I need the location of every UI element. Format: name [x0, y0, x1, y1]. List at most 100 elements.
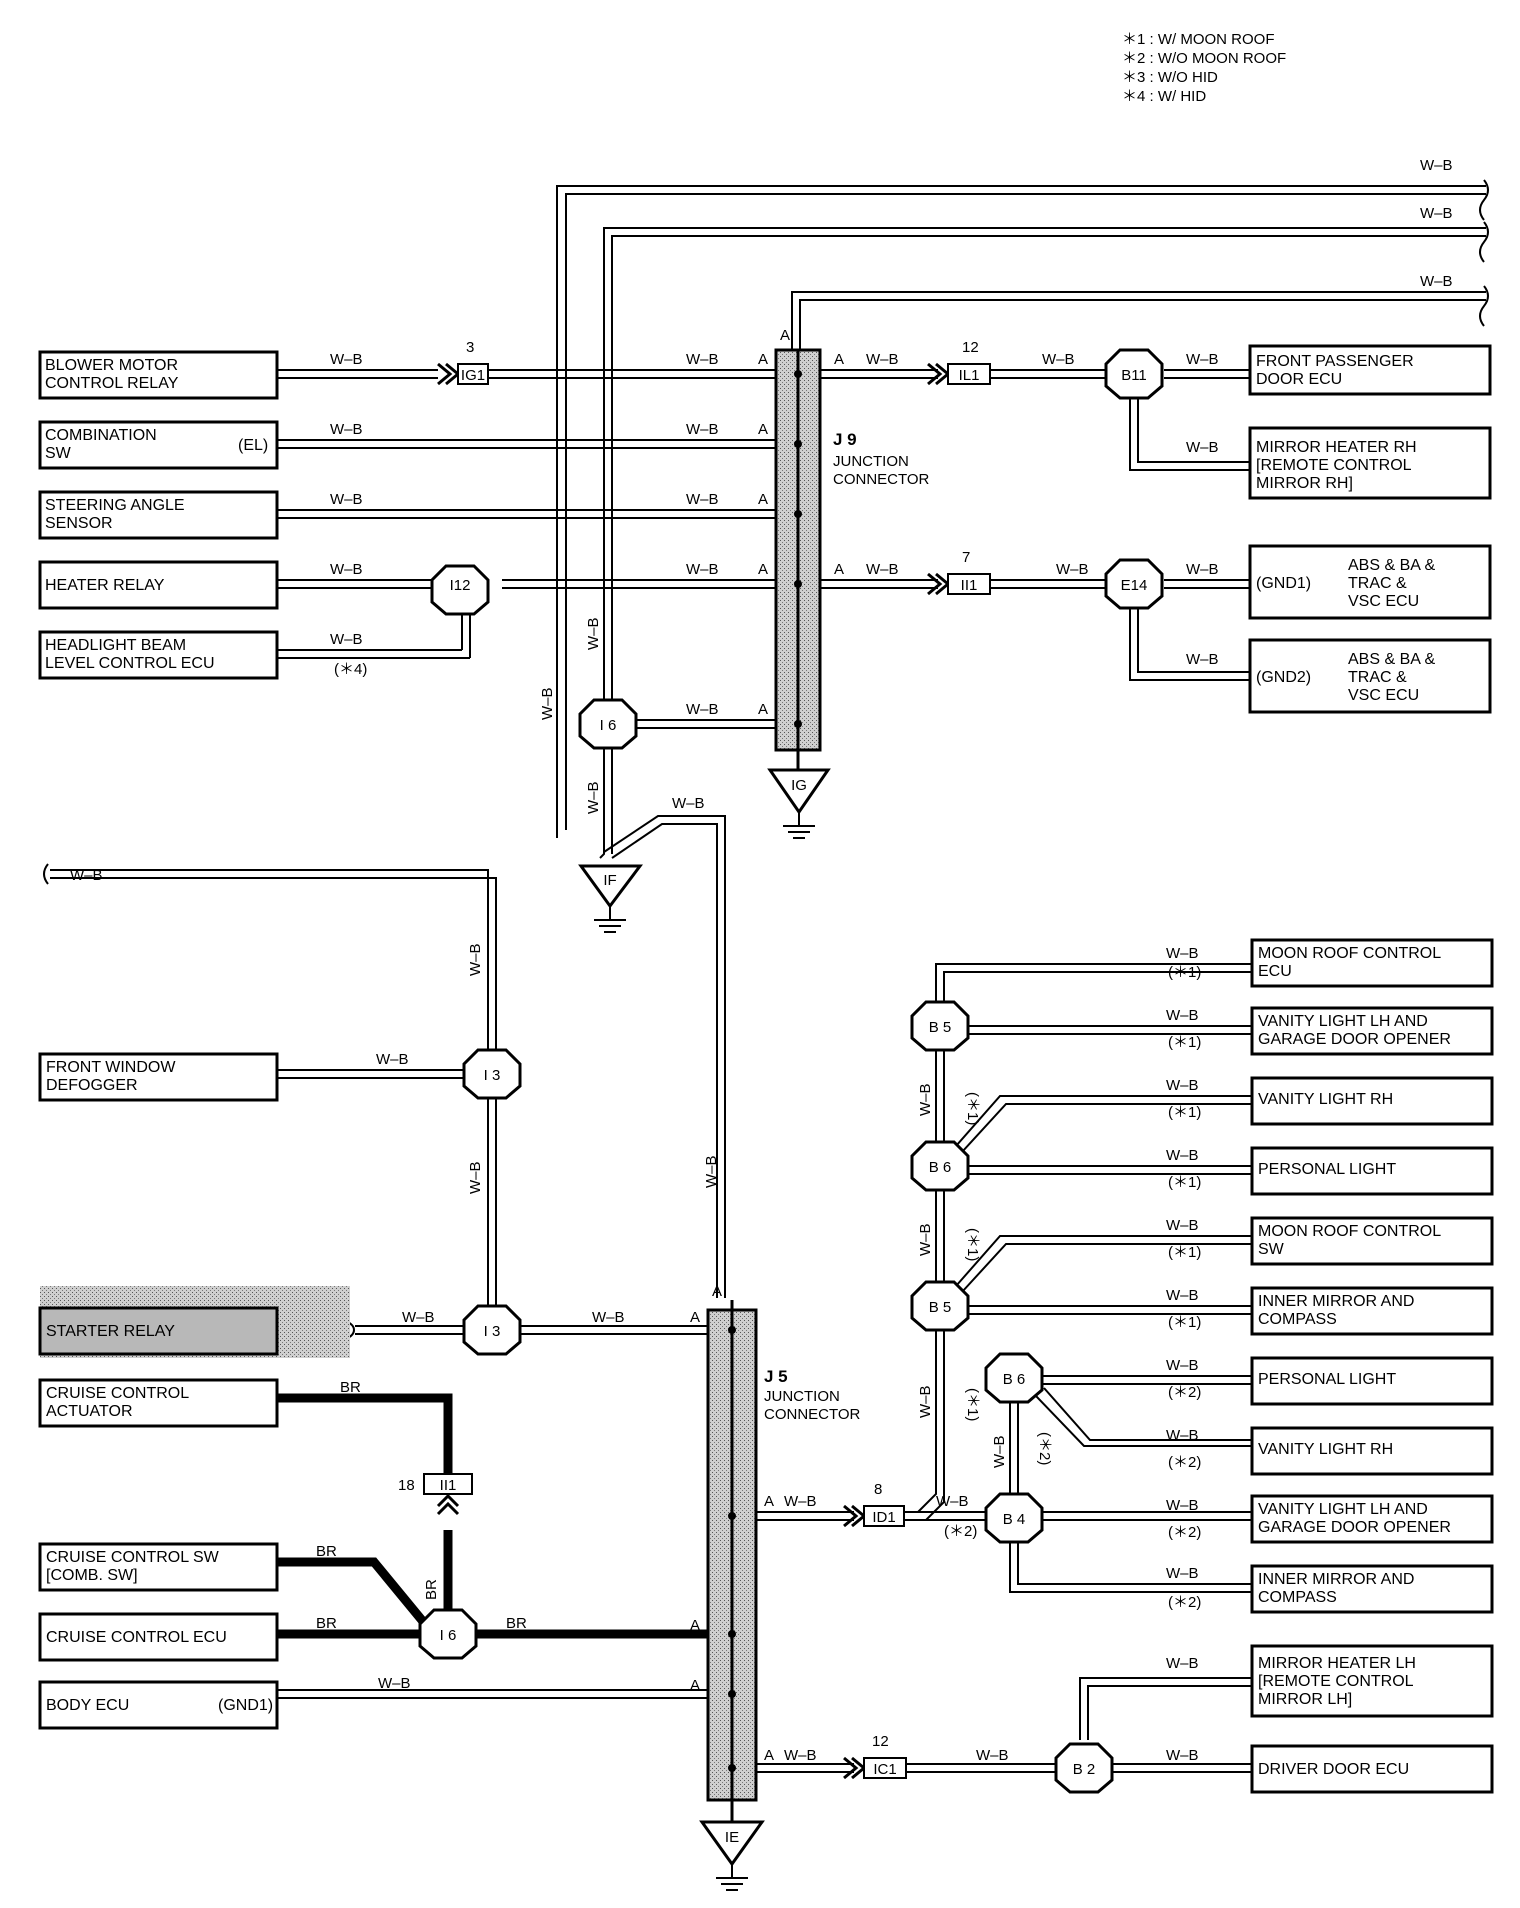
wire-label: W–B [1166, 1427, 1199, 1444]
wire-label: W–B [917, 1385, 934, 1418]
note: (＊1) [1168, 1034, 1201, 1051]
j5-id: J 5 [764, 1367, 788, 1386]
junction-i3-bottom: I 3 [462, 1304, 522, 1356]
wire-label: W–B [330, 421, 363, 438]
svg-text:IG: IG [791, 777, 807, 794]
pin-label: A [758, 701, 768, 718]
svg-text:[COMB. SW]: [COMB. SW] [46, 1567, 138, 1584]
connector-il1: IL1 12 [927, 339, 991, 386]
pin-label: A [758, 561, 768, 578]
note: (＊1) [1168, 1174, 1201, 1191]
component-starter-relay: STARTER RELAY [38, 1286, 350, 1358]
note: (＊1) [1168, 1314, 1201, 1331]
wire-labels: W–B W–B W–B W–B W–B W–B W–B W–B W–B W–B … [70, 157, 1453, 1764]
j9-line2: CONNECTOR [833, 471, 930, 488]
wire-label: W–B [1166, 1747, 1199, 1764]
svg-text:MIRROR RH]: MIRROR RH] [1256, 475, 1353, 492]
ground-ie: IE [699, 1820, 765, 1891]
svg-text:VANITY LIGHT RH: VANITY LIGHT RH [1258, 1441, 1393, 1458]
wire-label: W–B [976, 1747, 1009, 1764]
legend-line-3: ＊3 : W/O HID [1122, 69, 1218, 86]
svg-text:7: 7 [962, 549, 970, 566]
wire-label: W–B [1166, 1077, 1199, 1094]
wire-continuation-marks [43, 179, 1489, 885]
wire-label: W–B [784, 1747, 817, 1764]
junction-b6-bottom: B 6 [984, 1352, 1044, 1404]
svg-text:COMPASS: COMPASS [1258, 1589, 1337, 1606]
wire-label: W–B [686, 491, 719, 508]
ground-ig: IG [767, 768, 831, 839]
wire-label: W–B [686, 561, 719, 578]
j5-line2: CONNECTOR [764, 1406, 861, 1423]
wire-label: W–B [330, 491, 363, 508]
wire-label: W–B [686, 701, 719, 718]
note: (＊2) [1168, 1594, 1201, 1611]
wire-label: W–B [402, 1309, 435, 1326]
svg-text:I 6: I 6 [600, 717, 617, 734]
svg-text:PERSONAL LIGHT: PERSONAL LIGHT [1258, 1161, 1396, 1178]
wire-label: W–B [686, 351, 719, 368]
svg-text:ECU: ECU [1258, 963, 1292, 980]
legend-line-2: ＊2 : W/O MOON ROOF [1122, 50, 1286, 67]
svg-text:I 3: I 3 [484, 1067, 501, 1084]
wire-label: W–B [467, 943, 484, 976]
svg-text:INNER MIRROR AND: INNER MIRROR AND [1258, 1293, 1414, 1310]
wire-label: W–B [1056, 561, 1089, 578]
note: (＊2) [944, 1523, 977, 1540]
wire-label: W–B [378, 1675, 411, 1692]
wire-label: W–B [936, 1493, 969, 1510]
note: (＊2) [1168, 1384, 1201, 1401]
wire-label: W–B [1166, 945, 1199, 962]
pin-label: A [758, 421, 768, 438]
svg-text:IG1: IG1 [461, 367, 485, 384]
component-heater-relay: HEATER RELAY [38, 560, 279, 610]
wire-label: W–B [1166, 1497, 1199, 1514]
wire-label: W–B [1186, 351, 1219, 368]
svg-text:I 3: I 3 [484, 1323, 501, 1340]
wire-label: W–B [1186, 561, 1219, 578]
wire-label-br: BR [506, 1615, 527, 1632]
svg-text:INNER MIRROR AND: INNER MIRROR AND [1258, 1571, 1414, 1588]
pin-label: A [712, 1283, 722, 1300]
component-abs-ecu-gnd2: (GND2) ABS & BA & TRAC & VSC ECU [1248, 638, 1492, 714]
j9-id: J 9 [833, 430, 857, 449]
component-body-ecu: BODY ECU (GND1) [38, 1680, 279, 1730]
j5-line1: JUNCTION [764, 1388, 840, 1405]
wire-label: W–B [1166, 1287, 1199, 1304]
wire-label: W–B [1420, 157, 1453, 174]
wire-label: W–B [1186, 439, 1219, 456]
svg-text:MIRROR LH]: MIRROR LH] [1258, 1691, 1352, 1708]
svg-text:CRUISE CONTROL: CRUISE CONTROL [46, 1385, 189, 1402]
wire-label: W–B [866, 561, 899, 578]
wire-label: W–B [866, 351, 899, 368]
wire-label: W–B [991, 1435, 1008, 1468]
component-vanity-light-rh-1: VANITY LIGHT RH [1250, 1076, 1494, 1126]
note: (＊1) [1168, 964, 1201, 981]
svg-text:BODY ECU: BODY ECU [46, 1697, 129, 1714]
wire-label: W–B [330, 351, 363, 368]
svg-text:HEADLIGHT BEAM: HEADLIGHT BEAM [45, 637, 186, 654]
svg-text:CRUISE CONTROL ECU: CRUISE CONTROL ECU [46, 1629, 227, 1646]
wire-label: W–B [1166, 1357, 1199, 1374]
wires-br [277, 1393, 708, 1639]
svg-text:18: 18 [398, 1477, 415, 1494]
legend-line-4: ＊4 : W/ HID [1122, 88, 1206, 105]
note: (＊1) [1168, 1104, 1201, 1121]
junction-nodes: I12 B11 E14 I 6 I 3 I 3 I 6 B 5 [418, 348, 1164, 1794]
svg-text:12: 12 [872, 1733, 889, 1750]
svg-text:B 6: B 6 [929, 1159, 952, 1176]
wire-label: W–B [330, 631, 363, 648]
component-abs-ecu-gnd1: (GND1) ABS & BA & TRAC & VSC ECU [1248, 544, 1492, 620]
svg-text:B11: B11 [1121, 367, 1147, 384]
connector-ig1: IG1 3 [437, 339, 489, 386]
component-mirror-heater-lh: MIRROR HEATER LH [REMOTE CONTROL MIRROR … [1250, 1644, 1494, 1718]
svg-text:B 5: B 5 [929, 1299, 952, 1316]
svg-text:MOON ROOF CONTROL: MOON ROOF CONTROL [1258, 1223, 1441, 1240]
svg-text:VANITY LIGHT LH AND: VANITY LIGHT LH AND [1258, 1013, 1428, 1030]
svg-text:[REMOTE CONTROL: [REMOTE CONTROL [1258, 1673, 1414, 1690]
svg-text:IE: IE [725, 1829, 739, 1846]
component-cruise-control-ecu: CRUISE CONTROL ECU [38, 1612, 279, 1662]
pin-label: A [690, 1617, 700, 1634]
svg-text:II1: II1 [961, 577, 978, 594]
wire-label: W–B [1420, 205, 1453, 222]
